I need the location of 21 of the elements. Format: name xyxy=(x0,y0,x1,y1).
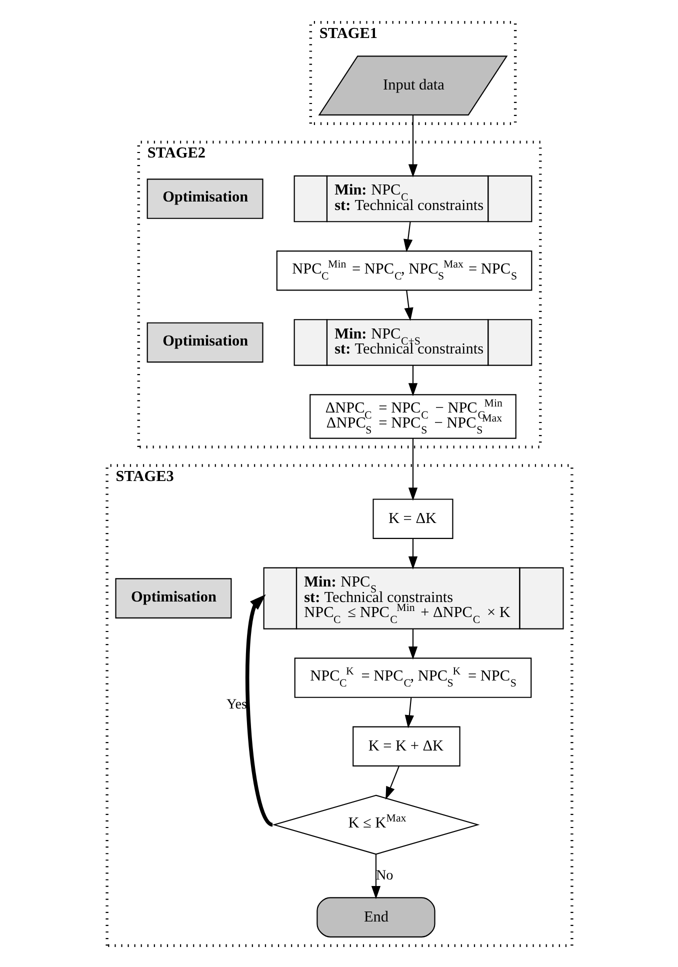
arrow xyxy=(404,290,413,320)
arrow xyxy=(408,114,418,177)
arrow xyxy=(408,438,418,500)
node-box: K = ΔK xyxy=(372,498,453,538)
node-box: NPC$_{C}$$^{K}$ = NPC$_{C}$, NPC$_{S}$$^{K}$ = NPC$_{S}$ xyxy=(294,657,532,698)
arrow xyxy=(408,538,418,569)
arrow xyxy=(404,697,414,728)
node-box: Optimisation xyxy=(146,178,263,218)
arrow xyxy=(408,365,418,396)
node-box: NPC$_{C}$$^{Min}$ = NPC$_{C}$, NPC$_{S}$$^{Max}$ = NPC$_{S}$ xyxy=(276,250,532,290)
arrow xyxy=(408,628,418,660)
node-diamond: K ≤ K$^{Max}$ xyxy=(272,794,480,854)
arrow xyxy=(403,221,412,252)
node-box: Optimisation xyxy=(146,322,263,362)
arrow xyxy=(385,766,399,800)
node-box: K = K + ΔK xyxy=(352,726,460,766)
node-box: End xyxy=(316,896,435,937)
node-box: Optimisation xyxy=(114,578,232,618)
arrow xyxy=(244,594,274,826)
edge-label: No xyxy=(375,867,393,884)
arrow xyxy=(370,854,380,899)
